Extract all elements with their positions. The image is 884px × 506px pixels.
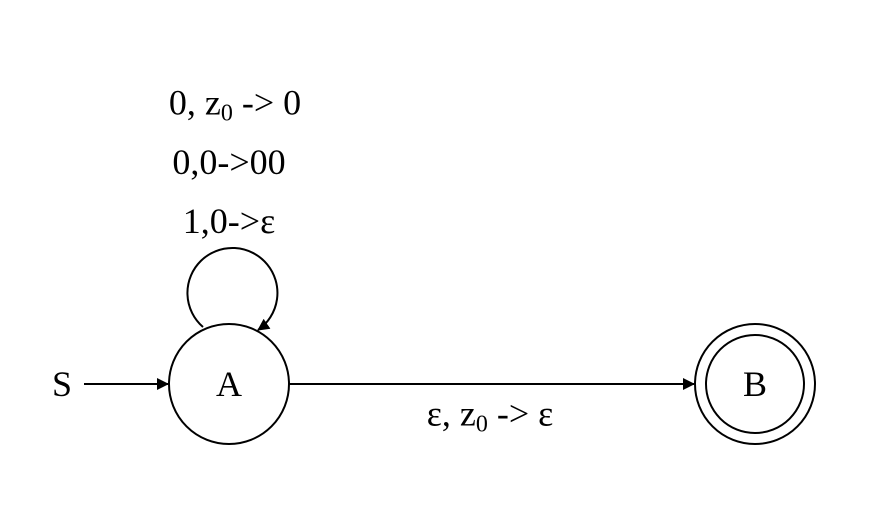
state-b-label: B <box>742 364 768 404</box>
state-a-label: A <box>216 364 242 404</box>
transition-a-b-label: ε, z0 -> ε <box>427 396 554 437</box>
loop-rule-1-pre: 0, z <box>168 82 221 123</box>
transition-a-b-pre: ε, z <box>426 393 476 434</box>
state-b-inner <box>705 334 805 434</box>
transition-a-b-post: -> ε <box>487 393 554 434</box>
state-b-outer[interactable] <box>694 323 816 445</box>
self-loop-a <box>186 247 279 331</box>
loop-rule-1: 0, z0 -> 0 <box>169 85 301 126</box>
transition-a-b-sub: 0 <box>475 411 488 438</box>
loop-rule-3: 1,0->ε <box>182 201 276 241</box>
loop-rule-1-sub: 0 <box>220 100 233 127</box>
loop-rule-2: 0,0->00 <box>172 142 286 182</box>
start-label: S <box>51 364 73 404</box>
loop-rule-1-post: -> 0 <box>232 82 302 123</box>
